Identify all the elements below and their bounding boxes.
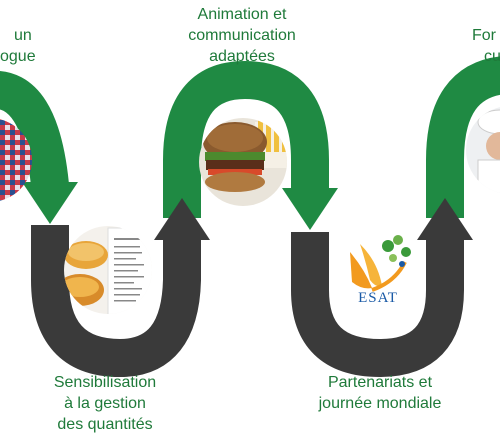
label-bottom-left-line2: à la gestion xyxy=(64,395,146,412)
dark-arrowhead-left xyxy=(154,198,210,240)
label-top-right-line1: For xyxy=(472,27,496,44)
dessert-recipe-photo xyxy=(64,226,152,314)
esat-logo xyxy=(350,235,411,292)
dark-arc-left xyxy=(31,225,201,378)
esat-logo-text: ESAT xyxy=(358,290,398,306)
label-bottom-right: Partenariats et journée mondiale xyxy=(300,372,460,414)
label-top-center-line1: Animation et xyxy=(197,6,287,23)
label-top-left-line2: ogue xyxy=(0,48,36,65)
green-arrowhead-center xyxy=(282,188,338,230)
green-arc-center xyxy=(163,60,329,218)
dark-arrowhead-right xyxy=(417,198,473,240)
label-top-right: For cu xyxy=(472,25,500,67)
label-bottom-right-line2: journée mondiale xyxy=(318,395,442,412)
dark-arc-right xyxy=(291,232,464,378)
label-bottom-left-line3: des quantités xyxy=(57,416,153,433)
burger-photo xyxy=(199,118,287,206)
green-arc-right xyxy=(426,56,500,218)
label-top-left-line1: un xyxy=(14,27,32,44)
label-top-center-line2: communication xyxy=(188,27,296,44)
label-bottom-right-line1: Partenariats et xyxy=(327,374,433,391)
label-bottom-left: Sensibilisation à la gestion des quantit… xyxy=(40,372,170,435)
label-top-center: Animation et communication adaptées xyxy=(172,4,312,67)
label-bottom-left-line1: Sensibilisation xyxy=(53,374,157,391)
green-arc-left xyxy=(0,71,69,188)
label-top-left: un ogue xyxy=(0,25,40,67)
chef-photo xyxy=(466,106,500,194)
esat-logo-block: ESAT xyxy=(343,232,413,312)
label-top-right-line2: cu xyxy=(484,48,500,65)
green-arrowhead-left xyxy=(22,182,78,224)
label-top-center-line3: adaptées xyxy=(209,48,275,65)
